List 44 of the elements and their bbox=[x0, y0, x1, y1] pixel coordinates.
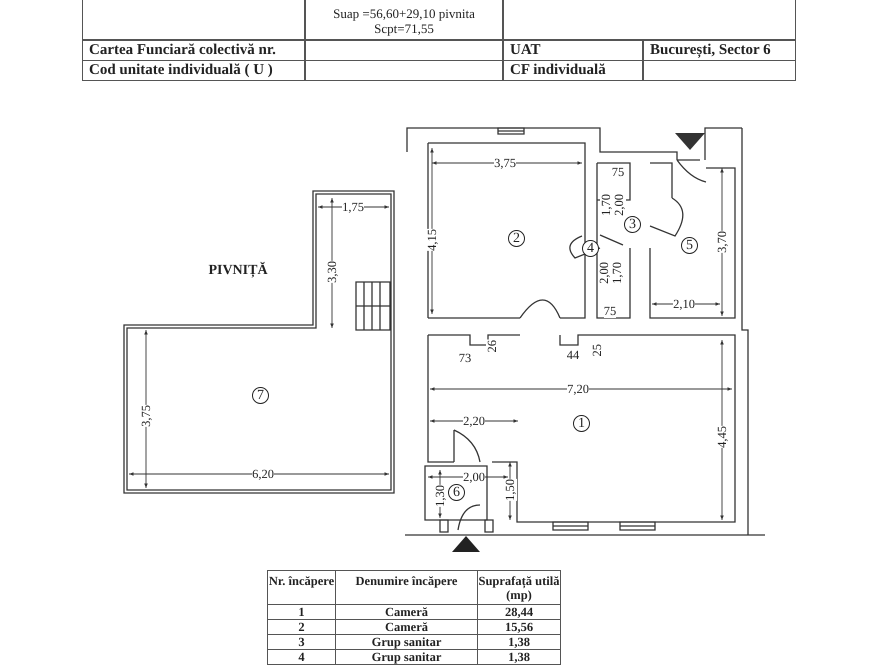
table-cell: 1,38 bbox=[477, 649, 561, 665]
room-number: 5 bbox=[681, 237, 698, 254]
table-cell: CF individuală bbox=[503, 60, 643, 81]
table-cell: UAT bbox=[503, 40, 643, 61]
header-cell: Nr. încăpere bbox=[267, 570, 336, 605]
dimension-label: 1,75 bbox=[342, 200, 364, 214]
table-cell: București, Sector 6 bbox=[643, 40, 796, 61]
dimension-label: 4,45 bbox=[716, 426, 728, 448]
table-cell: 4 bbox=[267, 649, 336, 665]
room-number: 1 bbox=[573, 415, 590, 432]
room-name: PIVNIȚĂ bbox=[208, 264, 268, 276]
dimension-label: 2,00 bbox=[463, 470, 485, 484]
dimension-label: 3,75 bbox=[140, 405, 152, 427]
dimension-label: 3,70 bbox=[716, 231, 728, 253]
area-note: Scpt=71,55 bbox=[373, 21, 435, 36]
table-cell: Cartea Funciară colectivă nr. bbox=[82, 40, 305, 61]
dimension-label: 26 bbox=[486, 340, 498, 352]
dimension-label: 73 bbox=[458, 352, 472, 364]
area-note: Suap =56,60+29,10 pivnita bbox=[332, 6, 476, 21]
dimension-label: 75 bbox=[612, 166, 624, 178]
dimension-label: 1,50 bbox=[504, 479, 516, 501]
room-number: 6 bbox=[448, 484, 465, 501]
dimension-label: 3,75 bbox=[494, 156, 516, 170]
dimension-label: 2,10 bbox=[673, 298, 695, 310]
dimension-label: 3,30 bbox=[326, 261, 338, 283]
dimension-label: 2,20 bbox=[463, 414, 485, 428]
table-cell: Grup sanitar bbox=[335, 649, 478, 665]
dimension-label: 2,00 bbox=[598, 262, 610, 284]
room-number: 3 bbox=[624, 216, 641, 233]
dimension-label: 4,15 bbox=[426, 229, 438, 251]
dimension-label: 1,30 bbox=[434, 485, 446, 507]
room-number: 2 bbox=[508, 230, 525, 247]
dimension-label: 75 bbox=[604, 304, 616, 318]
room-number: 4 bbox=[582, 240, 599, 257]
dimension-label: 1,70 bbox=[600, 194, 612, 216]
dimension-label: 6,20 bbox=[252, 468, 274, 480]
header-cell: Suprafață utilă (mp) bbox=[477, 570, 561, 605]
table-cell: Cod unitate individuală ( U ) bbox=[82, 60, 305, 81]
dimension-label: 25 bbox=[590, 344, 604, 356]
dimension-label: 7,20 bbox=[567, 382, 589, 396]
dimension-label: 2,00 bbox=[612, 194, 626, 216]
room-number: 7 bbox=[252, 387, 269, 404]
dimension-label: 1,70 bbox=[610, 262, 624, 284]
dimension-label: 44 bbox=[566, 348, 580, 362]
